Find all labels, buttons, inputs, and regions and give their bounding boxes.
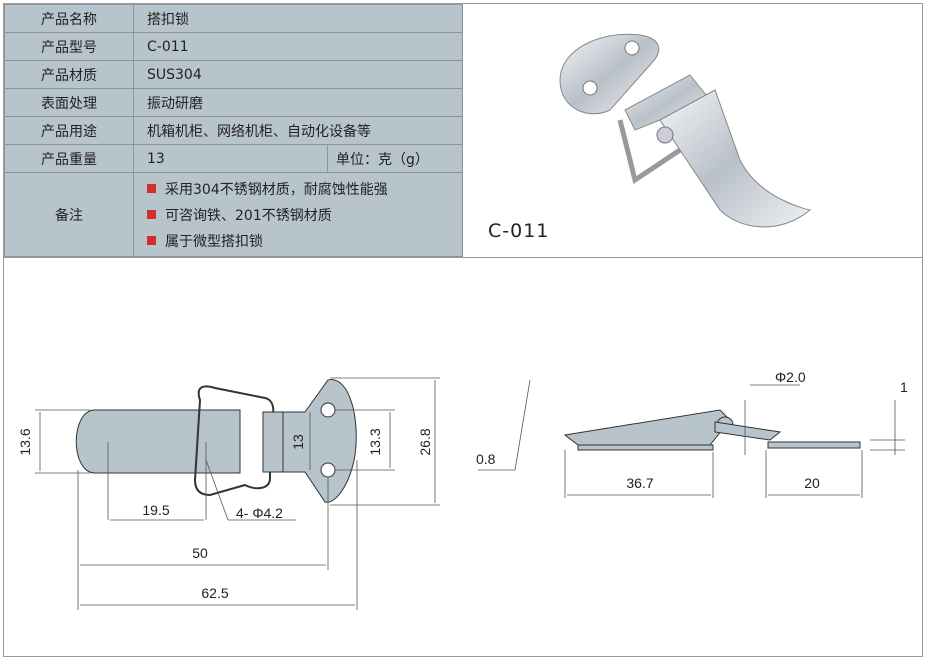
spec-value: 搭扣锁 xyxy=(133,4,463,33)
bullet-icon xyxy=(147,236,156,245)
dim-0-8: 0.8 xyxy=(476,451,496,467)
dim-26-8: 26.8 xyxy=(417,428,433,455)
spec-label: 产品材质 xyxy=(4,60,134,89)
bullet-icon xyxy=(147,184,156,193)
note-item: 可咨询铁、201不锈钢材质 xyxy=(147,202,462,228)
bullet-icon xyxy=(147,210,156,219)
table-row: 产品用途机箱机柜、网络机柜、自动化设备等 xyxy=(4,116,463,145)
dim-pin-dia: Φ2.0 xyxy=(775,369,806,385)
note-text: 采用304不锈钢材质，耐腐蚀性能强 xyxy=(165,181,388,198)
weight-unit: 单位：克（g） xyxy=(327,144,463,173)
dim-62-5: 62.5 xyxy=(201,585,228,601)
dim-1: 1 xyxy=(900,379,908,395)
front-view xyxy=(75,379,357,503)
spec-label: 产品型号 xyxy=(4,32,134,61)
dim-13-3: 13.3 xyxy=(367,428,383,455)
notes-label: 备注 xyxy=(4,172,134,257)
note-text: 可咨询铁、201不锈钢材质 xyxy=(165,207,332,224)
dim-13-6: 13.6 xyxy=(17,428,33,455)
product-photo xyxy=(559,33,812,228)
table-row: 产品名称搭扣锁 xyxy=(4,4,463,33)
table-row: 备注 采用304不锈钢材质，耐腐蚀性能强 可咨询铁、201不锈钢材质 属于微型搭… xyxy=(4,172,463,257)
spec-value: C-011 xyxy=(133,32,463,61)
spec-value: 振动研磨 xyxy=(133,88,463,117)
spec-value: SUS304 xyxy=(133,60,463,89)
note-item: 属于微型搭扣锁 xyxy=(147,228,462,254)
dim-hole-dia: 4- Φ4.2 xyxy=(236,505,283,521)
photo-caption: C-011 xyxy=(488,220,550,242)
note-item: 采用304不锈钢材质，耐腐蚀性能强 xyxy=(147,176,462,202)
dim-19-5: 19.5 xyxy=(142,502,169,518)
section-divider xyxy=(3,257,923,258)
note-text: 属于微型搭扣锁 xyxy=(165,233,263,250)
spec-label: 产品重量 xyxy=(4,144,134,173)
page-frame xyxy=(3,3,923,657)
dim-36-7: 36.7 xyxy=(626,475,653,491)
spec-label: 产品用途 xyxy=(4,116,134,145)
notes-list: 采用304不锈钢材质，耐腐蚀性能强 可咨询铁、201不锈钢材质 属于微型搭扣锁 xyxy=(133,172,463,257)
dim-13: 13 xyxy=(290,434,306,450)
spec-value: 13 xyxy=(133,144,328,173)
dim-50: 50 xyxy=(192,545,208,561)
dim-20: 20 xyxy=(804,475,820,491)
spec-value: 机箱机柜、网络机柜、自动化设备等 xyxy=(133,116,463,145)
technical-drawing: 13.6 19.5 4- Φ4.2 50 62.5 13 13.3 26.8 Φ… xyxy=(17,369,908,610)
table-row: 表面处理振动研磨 xyxy=(4,88,463,117)
spec-label: 产品名称 xyxy=(4,4,134,33)
spec-label: 表面处理 xyxy=(4,88,134,117)
side-view xyxy=(563,409,861,451)
